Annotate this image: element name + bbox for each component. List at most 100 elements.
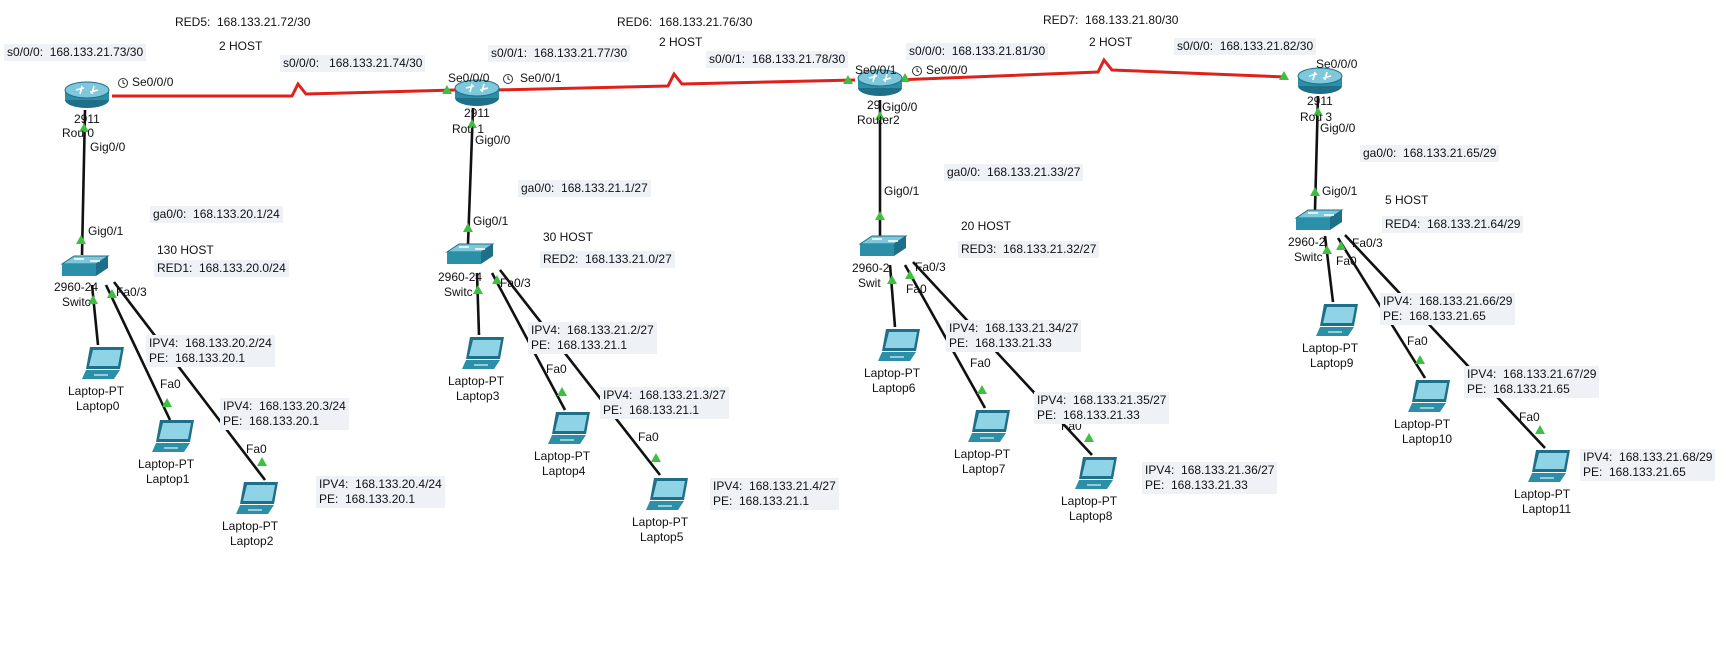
clock-icon: [503, 74, 513, 84]
laptop-name: Laptop0: [76, 399, 120, 413]
host-count-annotation: 2 HOST: [219, 39, 263, 53]
switch-icon: [60, 255, 110, 276]
laptop-icon: [1408, 380, 1450, 412]
laptop-name: Laptop5: [640, 530, 684, 544]
switch-name: Switc: [444, 285, 473, 299]
eth-link-r0-sw0[interactable]: [80, 109, 87, 256]
port-label: Fa0: [160, 377, 181, 391]
port-label: Fa0: [638, 430, 659, 444]
laptop-4[interactable]: [548, 410, 594, 450]
laptop-ip-annotation: IPV4: 168.133.21.67/29 PE: 168.133.21.65: [1464, 366, 1600, 398]
laptop-11[interactable]: [1528, 448, 1574, 488]
laptop-ip-annotation: IPV4: 168.133.21.34/27 PE: 168.133.21.33: [946, 320, 1082, 352]
link-up-indicator: [162, 398, 172, 407]
link-up-indicator: [651, 453, 661, 462]
laptop-1[interactable]: [152, 418, 198, 458]
host-count-annotation: 130 HOST: [157, 243, 214, 257]
eth-link-sw0-lap0[interactable]: [90, 284, 100, 346]
port-label: Fa0/3: [915, 260, 946, 274]
laptop-ip-annotation: IPV4: 168.133.21.3/27 PE: 168.133.21.1: [600, 387, 729, 419]
laptop-icon: [1075, 457, 1117, 489]
laptop-model: Laptop-PT: [138, 457, 195, 471]
interface-annotation: s0/0/1: 168.133.21.77/30: [488, 45, 631, 62]
link-up-indicator: [900, 73, 910, 82]
laptop-6[interactable]: [878, 327, 924, 367]
eth-link-sw1-lap3[interactable]: [475, 272, 481, 336]
laptop-model: Laptop-PT: [534, 449, 591, 463]
laptop-10[interactable]: [1408, 378, 1454, 418]
router-name: Rou 3: [1300, 110, 1333, 124]
switch-icon: [858, 235, 908, 256]
switch-icon: [1294, 209, 1344, 230]
router-icon: [454, 79, 500, 106]
link-up-indicator: [88, 295, 98, 304]
network-annotation: RED2: 168.133.21.0/27: [540, 251, 675, 268]
switch-2[interactable]: [858, 234, 908, 262]
interface-annotation: s0/0/0: 168.133.21.81/30: [906, 43, 1049, 60]
laptop-3[interactable]: [462, 335, 508, 375]
laptop-9[interactable]: [1316, 302, 1362, 342]
router-icon: [1297, 67, 1343, 94]
interface-annotation: ga0/0: 168.133.21.65/29: [1360, 145, 1500, 162]
switch-1[interactable]: [445, 242, 495, 270]
link-up-indicator: [557, 387, 567, 396]
link-up-indicator: [1336, 241, 1346, 250]
link-up-indicator: [257, 457, 267, 466]
interface-annotation: ga0/0: 168.133.21.33/27: [944, 164, 1084, 181]
serial-link-r1-r2[interactable]: [494, 71, 856, 92]
router-1[interactable]: 2911: [452, 74, 506, 126]
eth-link-sw2-lap7[interactable]: [903, 264, 987, 409]
link-up-indicator: [1313, 107, 1323, 116]
eth-link-r1-sw1[interactable]: [466, 107, 475, 245]
router-0[interactable]: 2911: [62, 76, 116, 128]
port-label: Gig0/1: [884, 184, 920, 198]
link-up-indicator: [492, 275, 502, 284]
eth-link-sw2-lap6[interactable]: [888, 264, 897, 328]
network-annotation: RED6: 168.133.21.76/30: [617, 15, 753, 29]
laptop-8[interactable]: [1075, 455, 1121, 495]
eth-link-sw1-lap5[interactable]: [498, 269, 662, 476]
port-label: Gig0/0: [882, 100, 918, 114]
network-annotation: RED7: 168.133.21.80/30: [1043, 13, 1179, 27]
interface-annotation: ga0/0: 168.133.21.1/27: [518, 180, 651, 197]
laptop-2[interactable]: [236, 480, 282, 520]
link-up-indicator: [905, 270, 915, 279]
port-label: Se0/0/1: [855, 63, 897, 77]
link-up-indicator: [1279, 71, 1289, 80]
port-label: Fa0: [1407, 334, 1428, 348]
eth-link-sw3-lap9[interactable]: [1323, 235, 1335, 303]
laptop-5[interactable]: [646, 476, 692, 516]
serial-link-r0-r1[interactable]: [112, 81, 456, 98]
router-name: Router2: [857, 113, 900, 127]
link-up-indicator: [875, 111, 885, 120]
laptop-0[interactable]: [82, 345, 128, 385]
serial-link-r2-r3[interactable]: [894, 57, 1287, 82]
laptop-ip-annotation: IPV4: 168.133.21.66/29 PE: 168.133.21.65: [1380, 293, 1516, 325]
link-up-indicator: [977, 385, 987, 394]
eth-link-sw3-lap11[interactable]: [1344, 234, 1546, 449]
router-2[interactable]: 29: [855, 64, 909, 116]
laptop-model: Laptop-PT: [1394, 417, 1451, 431]
link-up-indicator: [467, 119, 477, 128]
port-label: Fa0/3: [1352, 236, 1383, 250]
laptop-name: Laptop6: [872, 381, 916, 395]
laptop-7[interactable]: [968, 408, 1014, 448]
switch-model: 2960-2: [1288, 235, 1326, 249]
link-up-indicator: [79, 123, 89, 132]
laptop-name: Laptop4: [542, 464, 586, 478]
laptop-icon: [1528, 450, 1570, 482]
port-label: Se0/0/0: [926, 63, 968, 77]
switch-0[interactable]: [60, 254, 110, 282]
laptop-icon: [82, 347, 124, 379]
laptop-ip-annotation: IPV4: 168.133.20.4/24 PE: 168.133.20.1: [316, 476, 445, 508]
router-3[interactable]: 2911: [1295, 62, 1349, 114]
eth-link-sw0-lap2[interactable]: [112, 281, 267, 481]
link-up-indicator: [1084, 433, 1094, 442]
clock-icon: [912, 66, 922, 76]
switch-name: Switc: [1294, 250, 1323, 264]
clock-icon: [118, 78, 128, 88]
eth-link-sw0-lap1[interactable]: [104, 284, 172, 421]
switch-3[interactable]: [1294, 208, 1344, 236]
router-model: 2911: [464, 106, 490, 120]
